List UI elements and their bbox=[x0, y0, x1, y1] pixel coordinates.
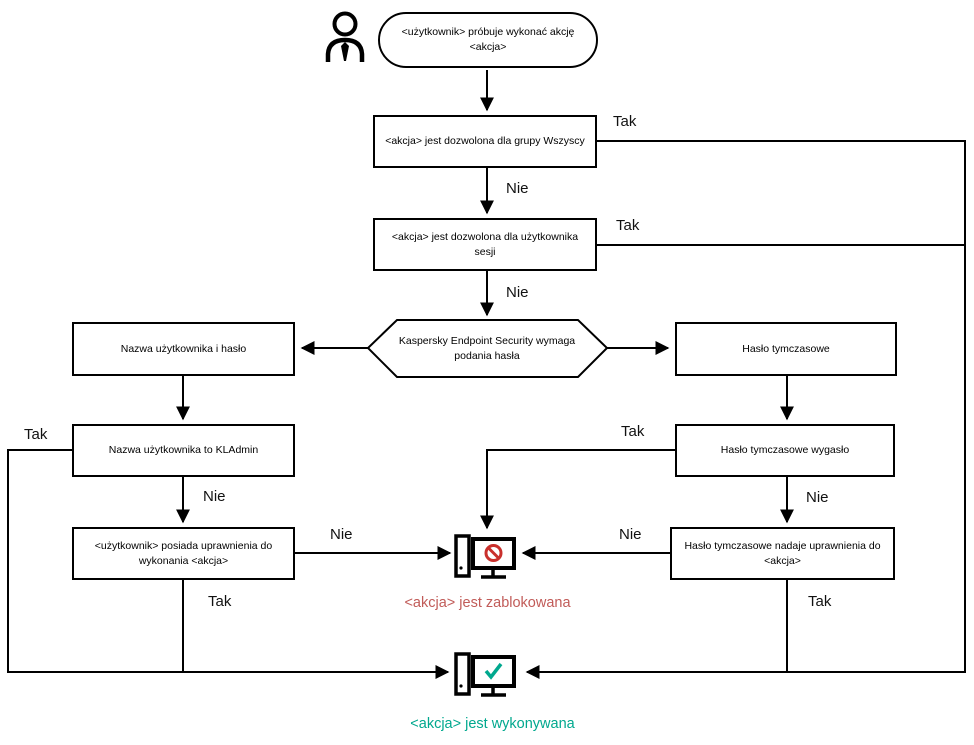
node-allowed-session: <akcja> jest dozwolona dla użytkownika s… bbox=[373, 218, 597, 271]
node-user-has-rights: <użytkownik> posiada uprawnienia do wyko… bbox=[72, 527, 295, 580]
edge-label-kladmin-nie: Nie bbox=[203, 488, 226, 505]
edge-label-rights-tak: Tak bbox=[208, 593, 232, 610]
check-icon bbox=[484, 662, 503, 680]
prohibition-icon bbox=[484, 544, 503, 562]
edge-label-grants-nie: Nie bbox=[619, 526, 642, 543]
edge-label-rights-nie: Nie bbox=[330, 526, 353, 543]
conn-kladmin-executed bbox=[7, 449, 450, 679]
computer-with-prohibition-icon bbox=[454, 534, 516, 579]
edge-label-grants-tak: Tak bbox=[808, 593, 832, 610]
decision-hexagon bbox=[366, 319, 609, 378]
edge-label-kladmin-tak: Tak bbox=[24, 426, 48, 443]
computer-with-checkmark-icon bbox=[454, 652, 516, 697]
node-temp-grants: Hasło tymczasowe nadaje uprawnienia do <… bbox=[670, 527, 895, 580]
conn-everyone-executed bbox=[525, 140, 966, 679]
node-allowed-everyone: <akcja> jest dozwolona dla grupy Wszyscy bbox=[373, 115, 597, 168]
node-username-password: Nazwa użytkownika i hasło bbox=[72, 322, 295, 376]
edge-label-everyone-tak: Tak bbox=[613, 113, 637, 130]
node-temp-expired: Hasło tymczasowe wygasło bbox=[675, 424, 895, 477]
conn-expired-blocked bbox=[480, 449, 675, 530]
edge-label-session-nie: Nie bbox=[506, 284, 529, 301]
edge-label-session-tak: Tak bbox=[616, 217, 640, 234]
node-username-kladmin: Nazwa użytkownika to KLAdmin bbox=[72, 424, 295, 477]
caption-action-blocked: <akcja> jest zablokowana bbox=[404, 595, 571, 611]
person-icon bbox=[325, 11, 365, 62]
node-start: <użytkownik> próbuje wykonać akcję <akcj… bbox=[378, 12, 598, 68]
node-kes-prompt: Kaspersky Endpoint Security wymaga podan… bbox=[398, 334, 576, 362]
caption-action-executed: <akcja> jest wykonywana bbox=[410, 716, 575, 732]
edge-label-expired-nie: Nie bbox=[806, 489, 829, 506]
node-temp-password: Hasło tymczasowe bbox=[675, 322, 897, 376]
edge-label-everyone-nie: Nie bbox=[506, 180, 529, 197]
edge-label-expired-tak: Tak bbox=[621, 423, 645, 440]
